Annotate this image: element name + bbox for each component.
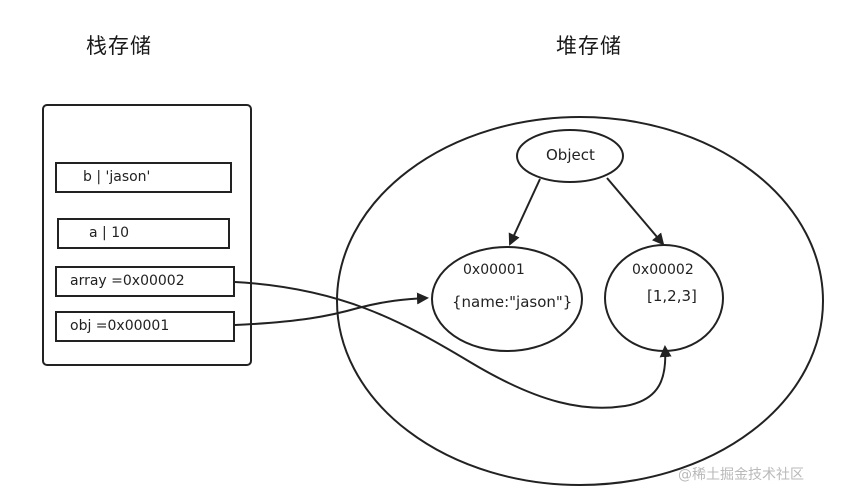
obj-reference-arrow	[234, 292, 429, 326]
heap-region	[336, 116, 824, 486]
object-to-0x00002-arrow	[606, 177, 665, 246]
array-reference-arrow	[234, 281, 672, 409]
heap-node-0x00001-value: {name:"jason"}	[452, 293, 573, 311]
heap-node-0x00001-address: 0x00001	[463, 262, 525, 278]
stack-cell-a: a | 10	[57, 218, 230, 249]
stack-storage-title: 栈存储	[86, 34, 152, 58]
heap-node-0x00002-address: 0x00002	[632, 262, 694, 278]
stack-container	[42, 104, 252, 366]
stack-cell-array: array =0x00002	[55, 266, 235, 297]
stack-cell-obj: obj =0x00001	[55, 311, 235, 342]
stack-cell-b: b | 'jason'	[55, 162, 232, 193]
object-node	[516, 129, 624, 183]
heap-node-0x00001	[431, 246, 583, 352]
object-to-0x00001-arrow	[508, 178, 541, 246]
object-node-label: Object	[546, 146, 595, 164]
heap-node-0x00002-value: [1,2,3]	[647, 287, 697, 305]
watermark: @稀土掘金技术社区	[678, 467, 804, 483]
heap-storage-title: 堆存储	[556, 34, 622, 58]
